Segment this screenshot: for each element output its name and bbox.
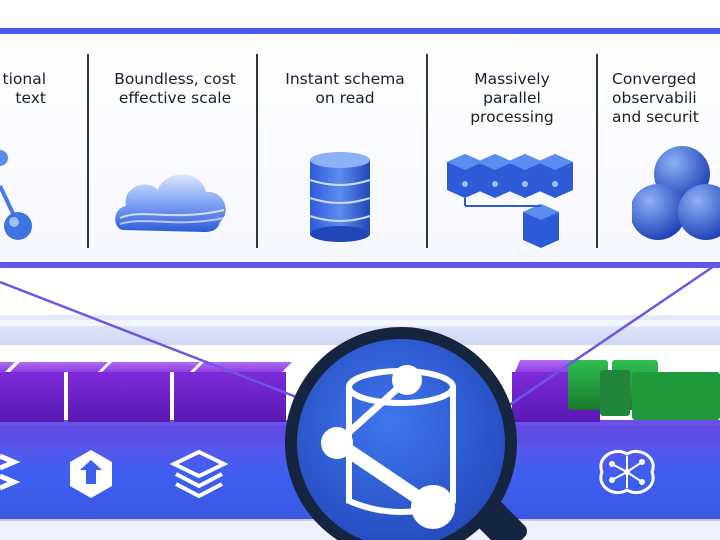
database-cylinder-icon [309, 152, 371, 242]
feature-label-schema: Instant schema on read [285, 70, 405, 107]
converged-spheres-icon [632, 146, 720, 240]
feature-label-parallel: Massively parallel processing [470, 70, 554, 126]
database-graph-magnifier-icon [285, 327, 527, 540]
brain-network-icon [599, 449, 655, 495]
feature-label-converged: Converged observabili and securit [612, 70, 699, 126]
relational-graph-icon [0, 150, 32, 240]
parallel-cubes-icon [447, 154, 573, 248]
layers-icon [170, 449, 228, 499]
feature-label-relational: tional text [2, 70, 47, 107]
feature-label-scale: Boundless, cost effective scale [114, 70, 236, 107]
cloud-icon [115, 174, 226, 232]
panel-divider [596, 54, 598, 248]
stack-icon [0, 453, 21, 491]
panel-divider [87, 54, 89, 248]
panel-divider [256, 54, 258, 248]
panel-divider [426, 54, 428, 248]
arrow-tile-icon [70, 450, 112, 498]
